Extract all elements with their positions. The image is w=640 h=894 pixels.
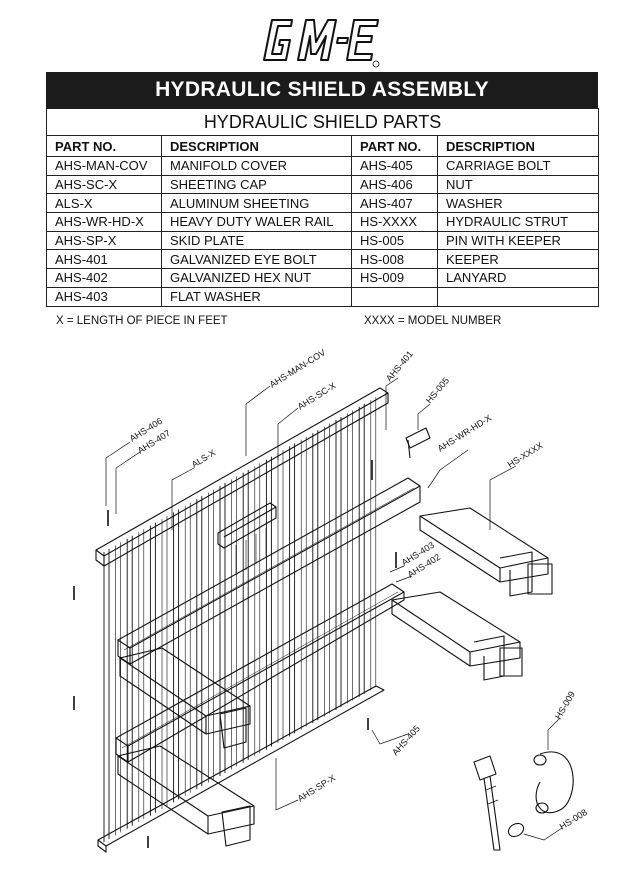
sheeting-rib [161, 516, 168, 809]
note-model: XXXX = MODEL NUMBER [364, 315, 502, 327]
callout-ahs-401: AHS-401 [384, 349, 415, 383]
description-cell: WASHER [436, 193, 600, 214]
part-no-cell: AHS-SC-X [46, 174, 162, 195]
sheeting-rib [219, 483, 226, 776]
part-no-cell: AHS-405 [351, 156, 438, 176]
sheeting-rib [138, 529, 145, 823]
column-header: DESCRIPTION [436, 135, 600, 157]
pin-with-keeper [473, 755, 501, 851]
page-title: HYDRAULIC SHIELD ASSEMBLY [46, 72, 598, 108]
lanyard [535, 751, 574, 814]
callout-hs-xxxx: HS-XXXX [506, 440, 545, 469]
sheeting-rib [115, 542, 121, 836]
description-cell: PIN WITH KEEPER [436, 230, 600, 251]
keeper-ring [507, 822, 525, 838]
callout-hs-008: HS-008 [558, 807, 589, 832]
hydraulic-strut-lower [391, 591, 523, 681]
parts-sheet: HYDRAULIC SHIELD ASSEMBLY HYDRAULIC SHIE… [45, 72, 600, 307]
part-no-cell [351, 286, 438, 307]
sheeting-rib [149, 522, 156, 816]
sheeting-rib [335, 417, 342, 710]
part-no-cell: AHS-407 [351, 193, 438, 214]
sheeting-rib [196, 496, 203, 790]
description-cell: NUT [436, 174, 600, 195]
description-cell: GALVANIZED EYE BOLT [161, 249, 352, 270]
column-header: PART NO. [46, 135, 162, 157]
description-cell: KEEPER [436, 249, 600, 270]
sheeting-rib [184, 502, 191, 796]
description-cell: HEAVY DUTY WALER RAIL [161, 212, 352, 232]
callout-ahs-sp-x: AHS-SP-X [296, 773, 337, 804]
callout-hs-005: HS-005 [424, 375, 451, 405]
description-cell: SHEETING CAP [161, 174, 352, 195]
hydraulic-strut-front-lower [117, 745, 255, 847]
description-cell: MANIFOLD COVER [161, 156, 352, 176]
part-no-cell: HS-XXXX [351, 212, 438, 232]
sheeting-rib [208, 489, 214, 783]
part-no-cell: HS-005 [351, 230, 438, 251]
hydraulic-strut-front-upper [119, 647, 251, 749]
note-length: X = LENGTH OF PIECE IN FEET [56, 315, 228, 327]
part-no-cell: AHS-SP-X [46, 230, 162, 251]
part-no-cell: AHS-406 [351, 174, 438, 195]
callout-als-x: ALS-X [190, 447, 217, 469]
description-cell: LANYARD [436, 268, 600, 288]
part-no-cell: HS-008 [351, 249, 438, 270]
sheeting-rib [300, 436, 307, 730]
part-no-cell: AHS-WR-HD-X [46, 212, 162, 232]
manifold-cover [217, 502, 277, 549]
callout-ahs-sc-x: AHS-SC-X [296, 380, 338, 411]
callout-hs-009: HS-009 [553, 690, 577, 721]
description-cell: HYDRAULIC STRUT [436, 212, 600, 232]
sheeting-rib [265, 456, 272, 750]
callout-ahs-405: AHS-405 [390, 723, 422, 757]
sheeting-rib [254, 463, 261, 757]
part-no-cell: ALS-X [46, 193, 162, 214]
sheeting-rib [103, 549, 110, 842]
assembly-drawing: AHS-MAN-COV AHS-SC-X AHS-401 HS-005 AHS-… [73, 347, 589, 853]
description-cell [436, 286, 600, 307]
sheeting-rib [324, 423, 330, 717]
hydraulic-strut-upper [419, 507, 553, 597]
description-cell: ALUMINUM SHEETING [161, 193, 352, 214]
table-header-row: PART NO. DESCRIPTION PART NO. DESCRIPTIO… [46, 135, 600, 157]
description-cell: FLAT WASHER [161, 286, 352, 307]
sheeting-rib [289, 443, 296, 737]
part-no-cell: HS-009 [351, 268, 438, 288]
description-cell: GALVANIZED HEX NUT [161, 268, 352, 288]
callout-ahs-man-cov: AHS-MAN-COV [268, 347, 328, 389]
sheeting-rib [370, 397, 377, 691]
sheeting-rib [277, 450, 284, 743]
part-no-cell: AHS-MAN-COV [46, 156, 162, 176]
skid-plate [97, 685, 385, 847]
aluminum-sheeting [103, 397, 377, 842]
logo-lettering [263, 19, 379, 61]
parts-table: HYDRAULIC SHIELD PARTS PART NO. DESCRIPT… [45, 108, 600, 307]
sheeting-cap [95, 387, 389, 557]
part-no-cell: AHS-402 [46, 268, 162, 288]
description-cell: CARRIAGE BOLT [436, 156, 600, 176]
gme-logo [263, 19, 380, 68]
sheeting-rib [358, 403, 365, 697]
description-cell: SKID PLATE [161, 230, 352, 251]
callout-ahs-wr-hd-x: AHS-WR-HD-X [436, 413, 493, 454]
column-header: DESCRIPTION [161, 135, 352, 157]
sheeting-rib [242, 469, 249, 763]
part-no-cell: AHS-403 [46, 286, 162, 307]
part-no-cell: AHS-401 [46, 249, 162, 270]
sheeting-rib [312, 430, 319, 724]
sheeting-rib [347, 410, 353, 704]
fasteners [73, 460, 397, 848]
table-subtitle: HYDRAULIC SHIELD PARTS [45, 108, 600, 136]
sheeting-rib [231, 476, 237, 770]
column-header: PART NO. [351, 135, 438, 157]
